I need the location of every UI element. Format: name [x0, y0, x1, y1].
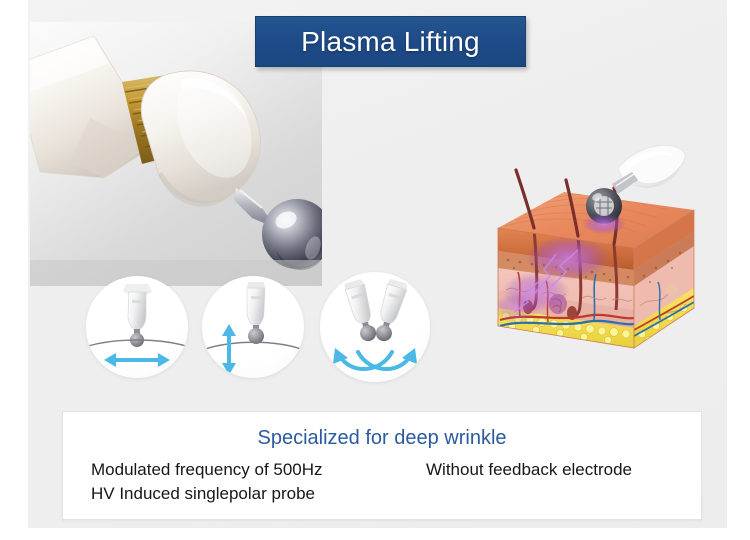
info-panel: Specialized for deep wrinkle Modulated f… — [62, 411, 702, 520]
info-right-column: Without feedback electrode — [426, 458, 632, 482]
info-left-column: Modulated frequency of 500Hz HV Induced … — [91, 458, 323, 506]
motion-icon-horizontal-sweep — [86, 276, 188, 378]
info-left-line-2: HV Induced singlepolar probe — [91, 484, 315, 503]
info-right-line-1: Without feedback electrode — [426, 460, 633, 479]
probe-glyph — [246, 282, 266, 344]
ceramic-probe-body — [140, 70, 262, 207]
vertical-arrow — [222, 324, 236, 375]
skin-right-face — [633, 209, 695, 349]
probe-glyph — [123, 284, 152, 347]
probe-glyph-right — [375, 278, 408, 342]
motion-icon-vertical-tap — [202, 276, 304, 378]
title-banner: Plasma Lifting — [255, 16, 526, 67]
page-title: Plasma Lifting — [301, 25, 480, 57]
info-left-line-1: Modulated frequency of 500Hz — [91, 460, 323, 479]
horizontal-arrow — [104, 353, 170, 367]
skin-cross-section-illustration — [486, 140, 706, 380]
rear-ceramic-body — [30, 35, 149, 179]
ball-electrode-tip — [262, 199, 322, 270]
info-heading: Specialized for deep wrinkle — [257, 427, 507, 449]
motion-icon-crossing-swoop — [320, 272, 430, 382]
probe-glyph-left — [344, 279, 377, 342]
electrode-stem — [234, 188, 276, 228]
ball-electrode-probe — [582, 144, 686, 234]
crossing-curved-arrows — [333, 348, 417, 371]
plasma-glow — [498, 236, 610, 322]
